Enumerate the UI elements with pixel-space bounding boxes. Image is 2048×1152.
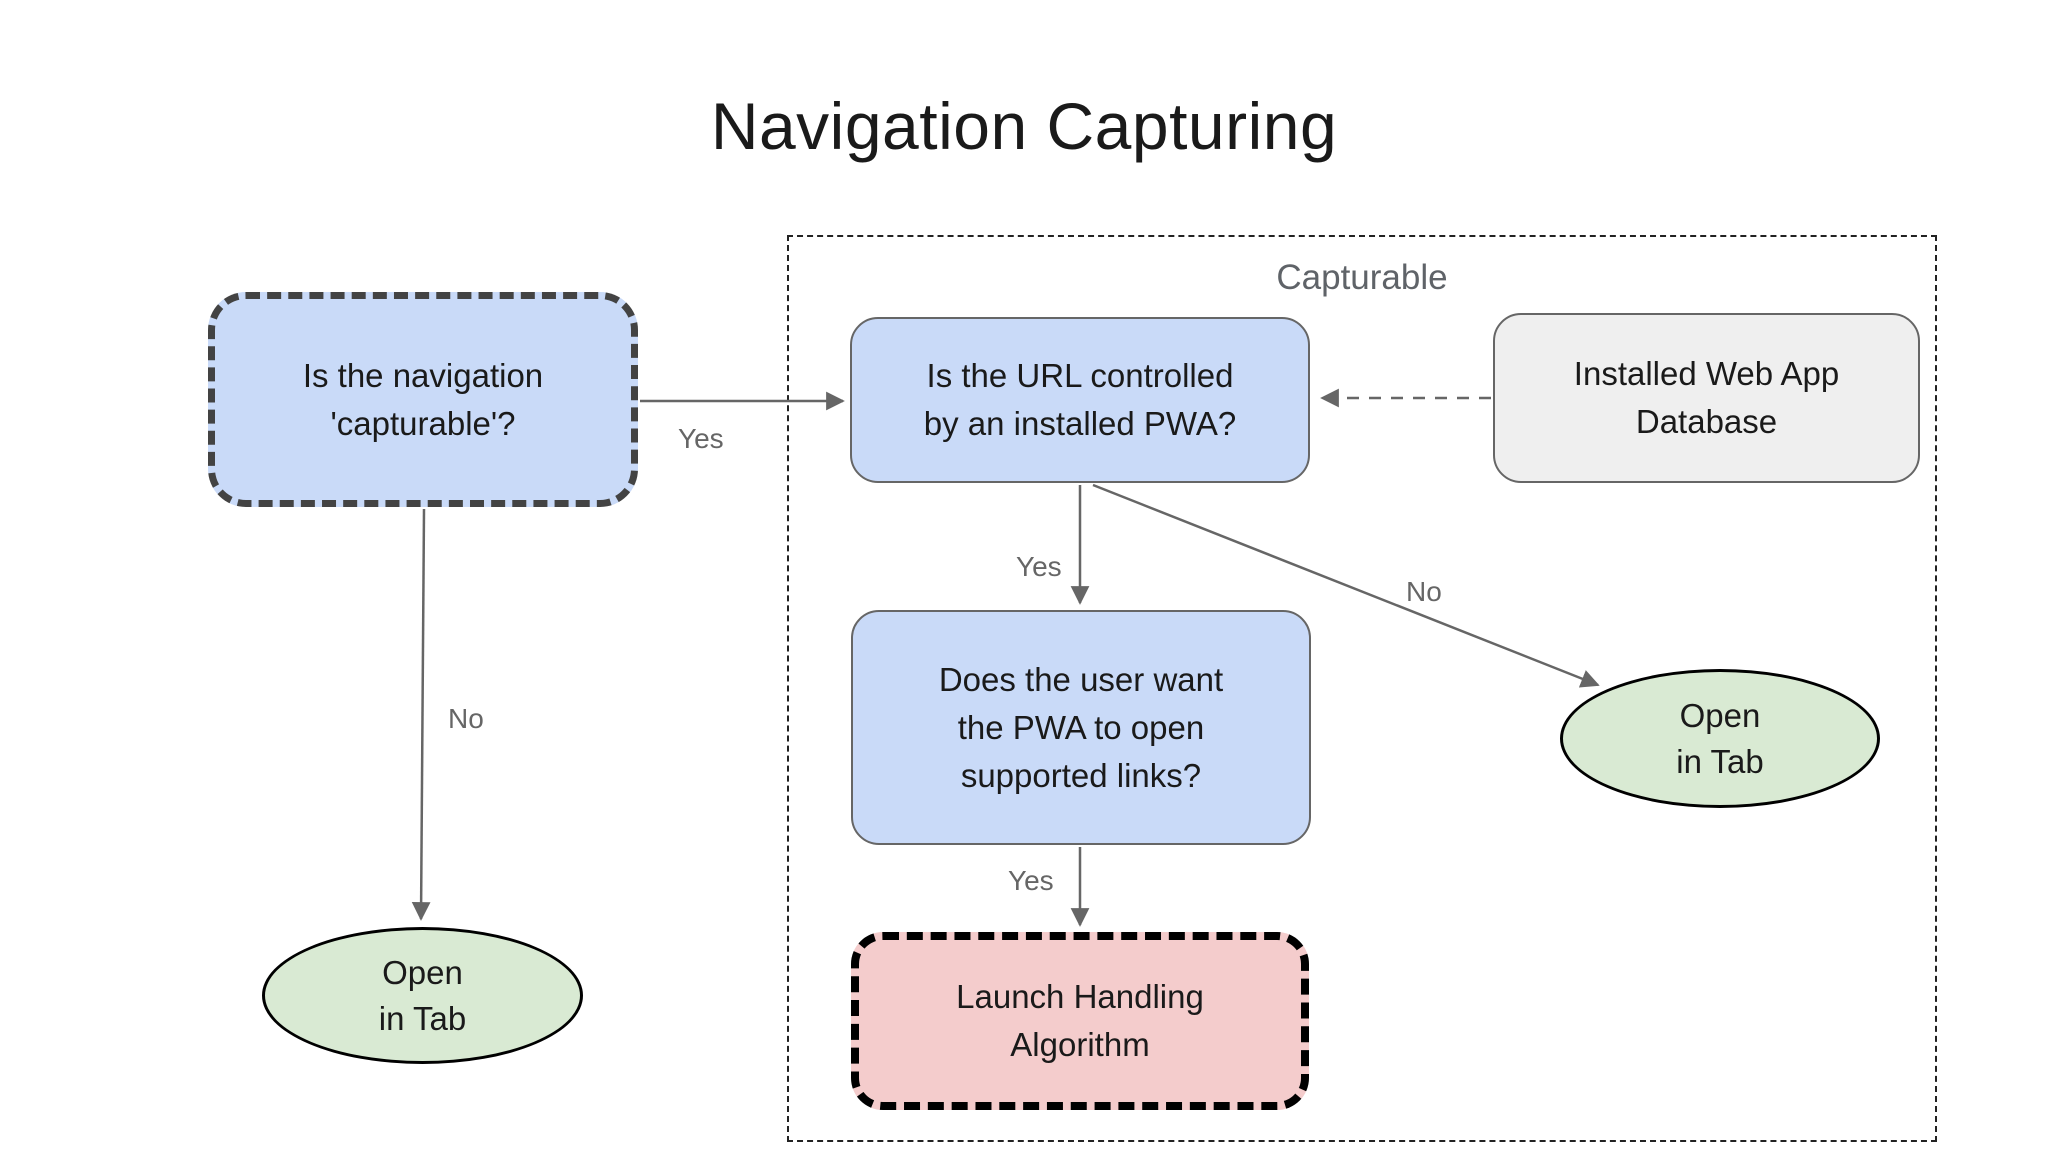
node-open-in-tab-right: Open in Tab bbox=[1560, 669, 1880, 808]
node-open-in-tab-right-label: Open in Tab bbox=[1676, 696, 1764, 780]
node-open-in-tab-left-label: Open in Tab bbox=[378, 953, 467, 1037]
edge-label-url-yes: Yes bbox=[1016, 551, 1062, 582]
edge-nav-to-tab-left bbox=[411, 508, 431, 921]
node-is-navigation-capturable-label: Is the navigation 'capturable'? bbox=[302, 356, 544, 442]
node-is-url-controlled-by-pwa: Is the URL controlled by an installed PW… bbox=[850, 317, 1310, 483]
node-installed-web-app-database: Installed Web App Database bbox=[1493, 313, 1920, 483]
node-launch-handling-algorithm: Launch Handling Algorithm bbox=[851, 932, 1309, 1110]
node-is-navigation-capturable: Is the navigation 'capturable'? bbox=[208, 292, 638, 507]
node-launch-handling-algorithm-label: Launch Handling Algorithm bbox=[956, 978, 1204, 1063]
edge-label-capturable-yes: Yes bbox=[678, 423, 724, 454]
edge-label-capturable-no: No bbox=[448, 703, 484, 734]
node-is-url-controlled-by-pwa-label: Is the URL controlled by an installed PW… bbox=[923, 357, 1237, 442]
node-open-in-tab-left: Open in Tab bbox=[262, 927, 583, 1064]
edge-label-url-no: No bbox=[1406, 576, 1442, 607]
node-does-user-want-pwa-open-links: Does the user want the PWA to open suppo… bbox=[851, 610, 1311, 845]
node-installed-web-app-database-label: Installed Web App Database bbox=[1573, 355, 1840, 440]
capturable-group-box bbox=[787, 235, 1937, 1142]
edge-label-want-yes: Yes bbox=[1008, 865, 1054, 896]
capturable-group-label: Capturable bbox=[1276, 258, 1448, 297]
node-does-user-want-pwa-open-links-label: Does the user want the PWA to open suppo… bbox=[938, 660, 1224, 794]
page-title: Navigation Capturing bbox=[710, 89, 1338, 163]
